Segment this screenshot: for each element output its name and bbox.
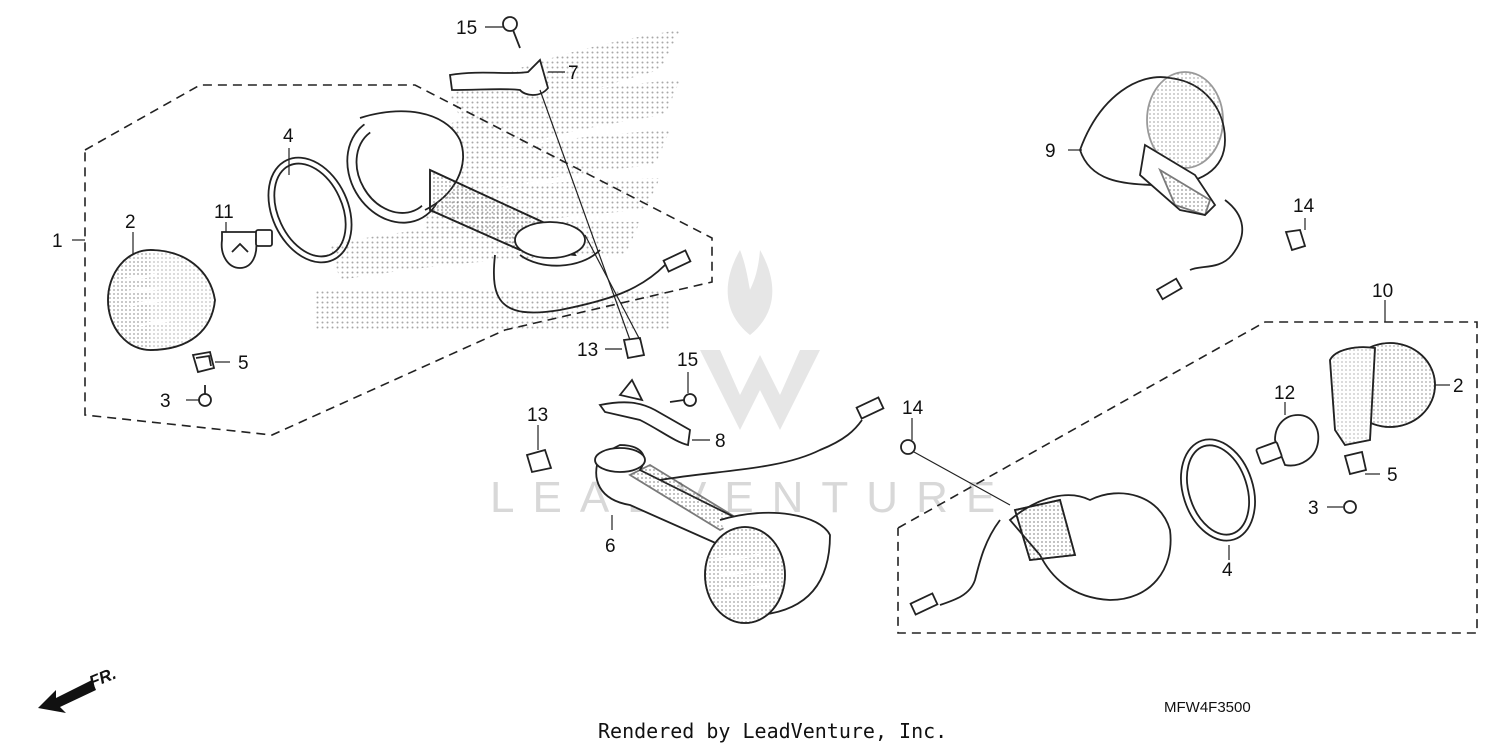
callout-12[interactable]: 12: [1274, 383, 1295, 404]
callout-11[interactable]: 11: [214, 202, 234, 223]
callout-14-upper[interactable]: 14: [1293, 196, 1315, 217]
right-lens: [1329, 342, 1436, 447]
callout-3-right[interactable]: 3: [1308, 498, 1319, 519]
callout-1[interactable]: 1: [52, 231, 63, 252]
credit-text: Rendered by LeadVenture, Inc.: [598, 719, 947, 743]
left-turn-signal-assembly: [107, 16, 692, 407]
left-housing: [346, 110, 601, 267]
callout-15-upper[interactable]: 15: [456, 18, 477, 39]
callout-4-right[interactable]: 4: [1222, 560, 1233, 581]
callout-3-left[interactable]: 3: [160, 391, 171, 412]
direction-label: FR.: [86, 664, 119, 692]
callout-10[interactable]: 10: [1372, 281, 1393, 302]
right-turn-signal-assembly: [900, 342, 1436, 616]
assembly-outline-left: [84, 84, 713, 436]
callout-13-center[interactable]: 13: [577, 340, 598, 361]
bulb-11: [220, 229, 273, 269]
callout-2-right[interactable]: 2: [1453, 376, 1464, 397]
callout-15-lower[interactable]: 15: [677, 350, 698, 371]
callout-8[interactable]: 8: [715, 431, 726, 452]
left-lens: [107, 249, 216, 351]
assembly-outline-right: [897, 321, 1478, 634]
callout-2-left[interactable]: 2: [125, 212, 136, 233]
rear-turn-signal-9: [1079, 71, 1307, 301]
bulb-12: [1255, 414, 1320, 467]
callout-14-lower[interactable]: 14: [902, 398, 924, 419]
part-callouts: 1 2 2 3 3 4 4 5 5 6 7 8 9 10 11 12 13 13…: [52, 18, 1464, 581]
front-arrow-icon: [38, 680, 96, 713]
front-turn-signal-6: [525, 378, 885, 624]
callout-4-left[interactable]: 4: [283, 126, 294, 147]
callout-5-left[interactable]: 5: [238, 353, 249, 374]
callout-13-left[interactable]: 13: [527, 405, 548, 426]
leader-lines: [72, 26, 1450, 560]
callout-7[interactable]: 7: [568, 63, 579, 84]
callout-5-right[interactable]: 5: [1387, 465, 1398, 486]
front-direction-indicator: FR.: [38, 664, 119, 713]
callout-6[interactable]: 6: [605, 536, 616, 557]
callout-9[interactable]: 9: [1045, 141, 1056, 162]
diagram-code: MFW4F3500: [1164, 699, 1251, 716]
